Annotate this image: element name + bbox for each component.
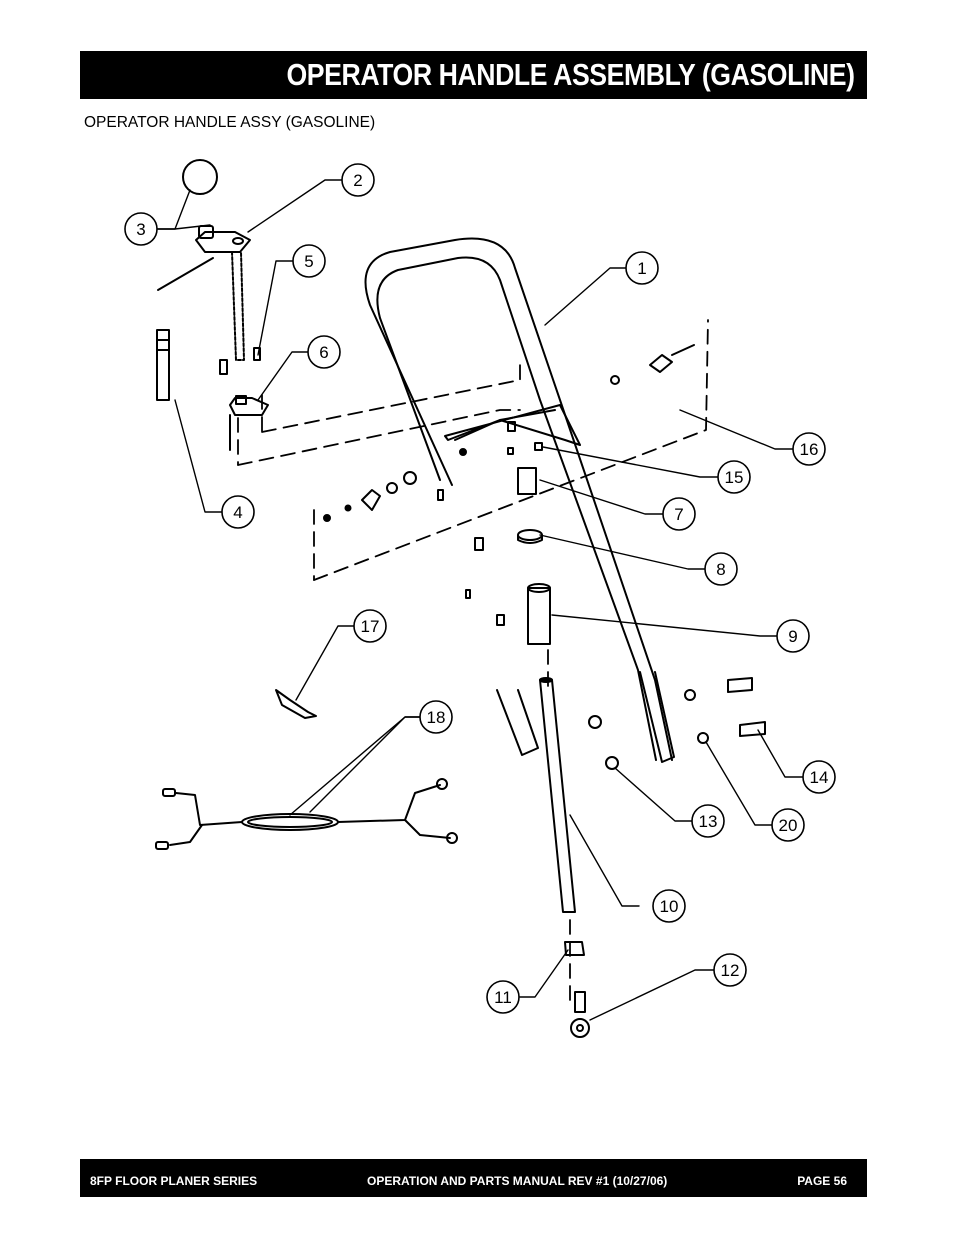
clip-part-17 [275, 689, 317, 719]
page-footer: 8FP FLOOR PLANER SERIES OPERATION AND PA… [80, 1159, 867, 1197]
callout-17: 17 [361, 617, 380, 636]
footer-manual-rev: OPERATION AND PARTS MANUAL REV #1 (10/27… [367, 1174, 668, 1188]
handle-frame [364, 237, 675, 763]
throttle-lever-assy [156, 225, 269, 451]
right-fasteners [588, 677, 766, 770]
throttle-control-parts [323, 344, 695, 522]
leader-lines [157, 179, 804, 1021]
footer-series: 8FP FLOOR PLANER SERIES [90, 1174, 258, 1188]
callout-16: 16 [800, 440, 819, 459]
center-column-parts [517, 467, 590, 1038]
callout-8: 8 [716, 560, 725, 579]
knob-part-3 [182, 159, 218, 195]
callout-10: 10 [660, 897, 679, 916]
subassembly-dash-lines [237, 319, 709, 1001]
callout-14: 14 [810, 768, 829, 787]
callout-6: 6 [319, 343, 328, 362]
callout-15: 15 [725, 468, 744, 487]
callout-4: 4 [233, 503, 242, 522]
callout-18: 18 [427, 708, 446, 727]
callout-20: 20 [779, 816, 798, 835]
callout-1: 1 [637, 259, 646, 278]
callout-9: 9 [788, 627, 797, 646]
cable-part-18 [155, 778, 458, 850]
footer-page-number: PAGE 56 [797, 1174, 847, 1188]
callout-2: 2 [353, 171, 362, 190]
page-title: OPERATOR HANDLE ASSEMBLY (GASOLINE) [286, 57, 856, 92]
page-title-bar: OPERATOR HANDLE ASSEMBLY (GASOLINE) [80, 51, 867, 99]
callout-7: 7 [674, 505, 683, 524]
callout-3: 3 [136, 220, 145, 239]
callout-numbers: 2 3 5 6 4 1 16 15 7 8 9 17 18 14 13 20 1… [136, 171, 828, 1007]
callout-12: 12 [721, 961, 740, 980]
callout-circles [124, 163, 836, 1014]
diagram-caption: OPERATOR HANDLE ASSY (GASOLINE) [84, 114, 376, 131]
callout-11: 11 [494, 988, 512, 1007]
callout-13: 13 [699, 812, 718, 831]
callout-5: 5 [304, 252, 313, 271]
exploded-parts-diagram: 2 3 5 6 4 1 16 15 7 8 9 17 18 14 13 20 1… [124, 159, 836, 1038]
